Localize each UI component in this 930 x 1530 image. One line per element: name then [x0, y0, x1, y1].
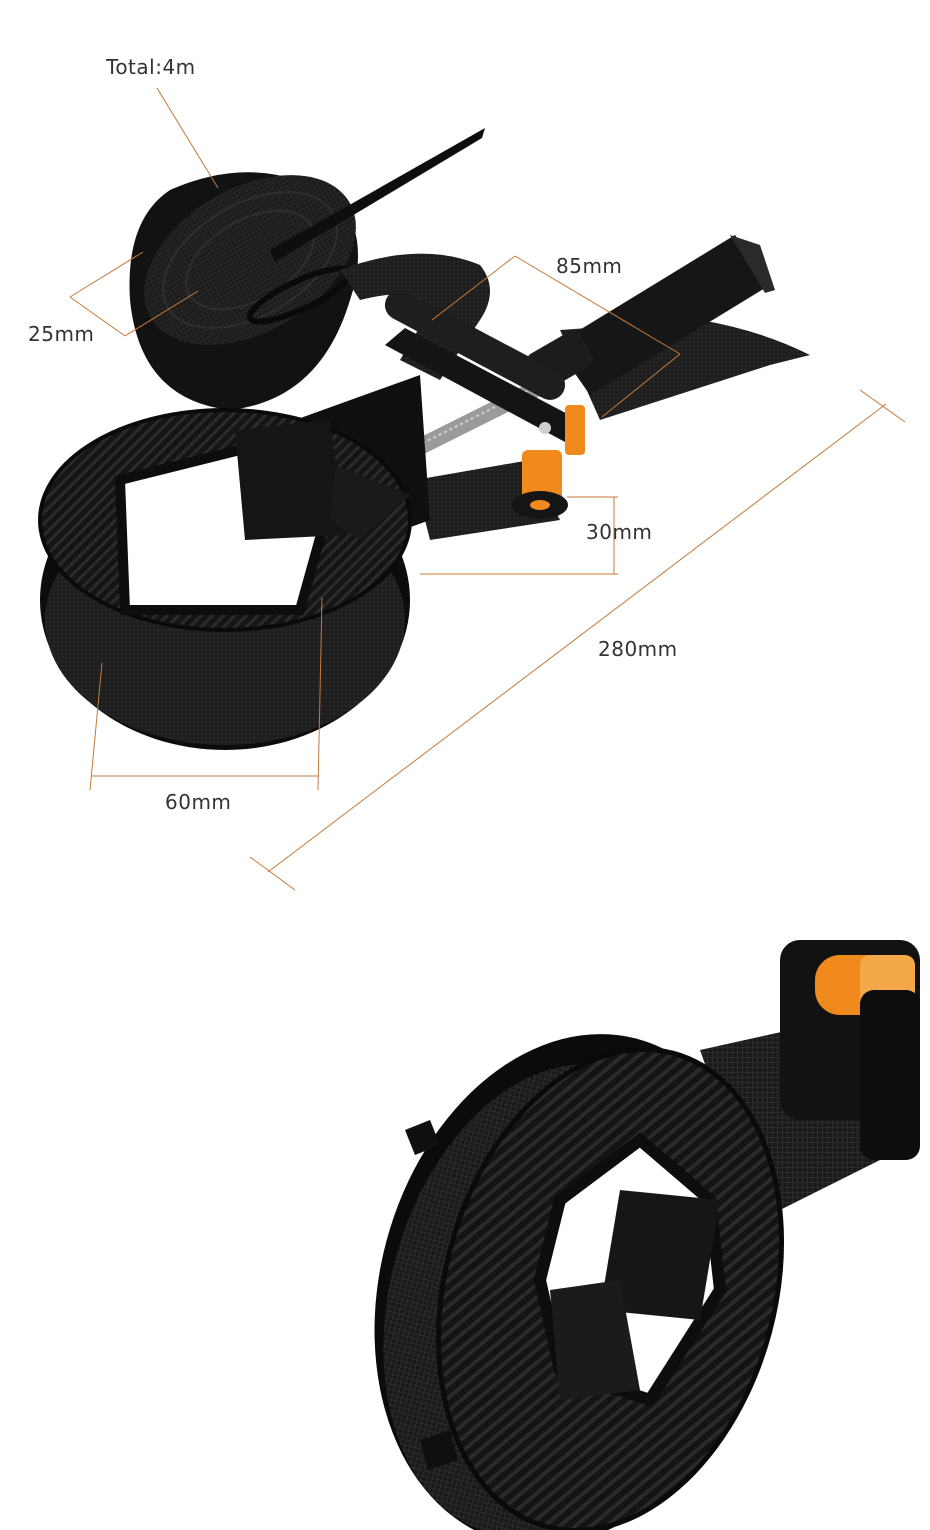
band-clamp-dimension-photo	[38, 87, 906, 891]
head-height-label: 30mm	[586, 520, 653, 544]
overall-length-line	[267, 403, 887, 873]
overall-length-label: 280mm	[598, 637, 678, 661]
strap-roll	[129, 128, 485, 410]
handle-length-line	[514, 255, 681, 355]
t-bar	[384, 290, 575, 442]
dimension-lines	[69, 87, 906, 891]
band-clamp-closeup-photo	[374, 940, 920, 1530]
total-length-leader	[156, 87, 219, 189]
strap-width-line	[69, 251, 144, 298]
closeup-corner-ring	[374, 1034, 785, 1530]
corner-ring	[38, 408, 412, 750]
total-length-label: Total:4m	[106, 55, 196, 79]
strap-width-label: 25mm	[28, 322, 95, 346]
corner-width-label: 60mm	[165, 790, 232, 814]
handle-length-label: 85mm	[556, 254, 623, 278]
orange-release-lever	[512, 405, 585, 519]
